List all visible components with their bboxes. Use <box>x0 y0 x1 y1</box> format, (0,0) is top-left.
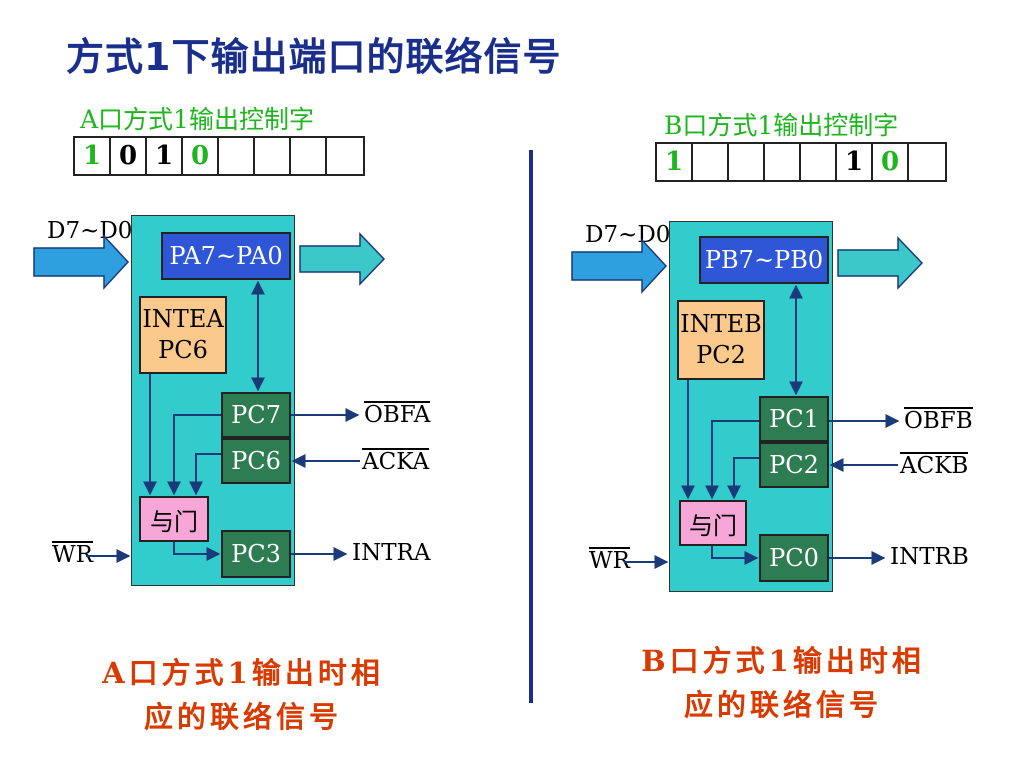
port-a-data-register: PA7~PA0 <box>161 232 291 280</box>
port-b-inte-pin: PC2 <box>696 341 746 369</box>
port-b-inte-flag: INTEB PC2 <box>677 300 765 380</box>
port-a-bit-1 <box>291 138 327 174</box>
port-b-inte-name: INTEB <box>680 309 762 338</box>
port-b-bit-1: 0 <box>873 144 909 180</box>
port-b-bit-3 <box>801 144 837 180</box>
port-b-caption-line-1: B口方式1输出时相 <box>641 644 925 678</box>
port-b-bit-6 <box>693 144 729 180</box>
port-b-obf-signal: OBFB <box>904 407 973 434</box>
port-a-pc3-pin: PC3 <box>221 530 291 578</box>
port-a-intr-signal: INTRA <box>352 540 431 566</box>
port-b-control-word-label: B口方式1输出控制字 <box>664 111 899 140</box>
port-a-bit-4: 0 <box>183 138 219 174</box>
port-b-wires <box>571 236 924 569</box>
port-b-intr-signal: INTRB <box>890 544 969 570</box>
port-b-bit-4 <box>765 144 801 180</box>
port-b-wr-signal: WR <box>589 547 630 574</box>
port-a-inte-name: INTEA <box>142 304 224 333</box>
port-b-caption-line-2: 应的联络信号 <box>683 687 882 722</box>
port-a-bit-3 <box>219 138 255 174</box>
port-a-bus-out-arrow <box>299 232 386 286</box>
port-a-and-gate: 与门 <box>139 496 209 542</box>
port-b-bit-2: 1 <box>837 144 873 180</box>
port-a-caption: A口方式1输出时相 应的联络信号 <box>88 652 398 739</box>
port-a-obf-signal: OBFA <box>364 401 431 428</box>
page-title: 方式1下输出端口的联络信号 <box>66 35 562 79</box>
port-b-pc1-pin: PC1 <box>759 396 829 442</box>
port-a-inte-flag: INTEA PC6 <box>139 296 227 374</box>
port-b-bit-7: 1 <box>657 144 693 180</box>
port-a-bit-7: 1 <box>75 138 111 174</box>
port-b-ack-signal: ACKB <box>900 452 969 479</box>
port-a-pc7-pin: PC7 <box>221 392 291 438</box>
port-b-and-gate: 与门 <box>679 500 747 546</box>
port-b-data-register: PB7~PB0 <box>699 236 829 284</box>
port-a-bit-5: 1 <box>147 138 183 174</box>
port-b-caption: B口方式1输出时相 应的联络信号 <box>628 640 938 727</box>
port-a-bit-2 <box>255 138 291 174</box>
port-a-caption-line-1: A口方式1输出时相 <box>102 656 384 690</box>
port-a-inte-pin: PC6 <box>158 336 208 364</box>
port-a-caption-line-2: 应的联络信号 <box>143 699 342 734</box>
port-a-control-word-label: A口方式1输出控制字 <box>80 105 314 134</box>
port-a-bus-in-arrow <box>33 234 130 290</box>
port-b-pc0-pin: PC0 <box>759 534 829 582</box>
section-divider <box>529 150 533 703</box>
port-a-control-word: 1 0 1 0 <box>73 136 365 176</box>
port-a-pc6-to-and <box>189 453 221 496</box>
port-a-and-to-pc3 <box>173 542 221 561</box>
port-b-control-word: 1 1 0 <box>655 142 947 182</box>
port-a-wires <box>33 232 386 563</box>
port-b-bus-label: D7~D0 <box>585 222 671 248</box>
port-b-bus-in-arrow <box>571 238 668 294</box>
port-a-ack-signal: ACKA <box>362 448 430 475</box>
port-b-bit-5 <box>729 144 765 180</box>
port-b-pc2-pin: PC2 <box>759 442 829 488</box>
port-b-bus-out-arrow <box>837 236 924 290</box>
port-a-pc6-pin: PC6 <box>221 438 291 484</box>
port-b-and-to-pc0 <box>711 546 759 565</box>
port-b-pc1-to-and <box>705 420 759 500</box>
port-a-bus-label: D7~D0 <box>47 218 133 244</box>
port-b-pc2-to-and <box>727 457 759 500</box>
port-a-bit-6: 0 <box>111 138 147 174</box>
port-a-pc7-to-and <box>167 414 221 496</box>
